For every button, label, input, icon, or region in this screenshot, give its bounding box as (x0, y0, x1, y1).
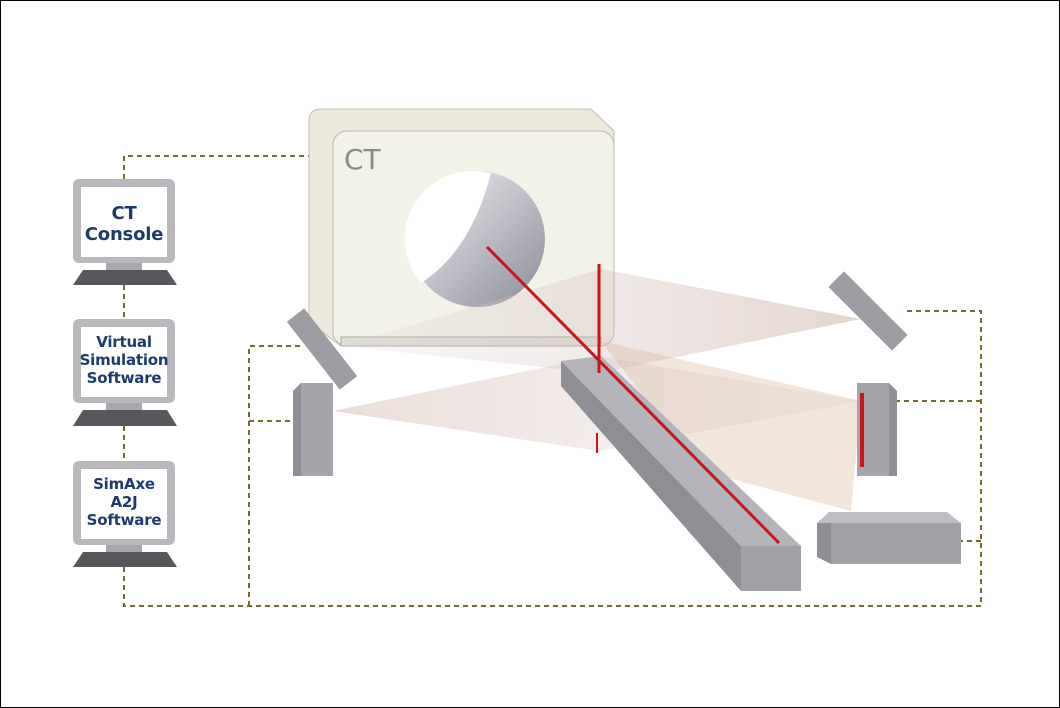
label-line: A2J (110, 493, 138, 511)
network-connectors (123, 155, 982, 607)
monitor-ct-console (73, 179, 177, 285)
left-laser (293, 383, 333, 476)
simaxe-label: SimAxe A2J Software (81, 475, 167, 529)
label-line: SimAxe (93, 475, 155, 493)
ct-console-label: CT Console (81, 203, 167, 245)
label-line: Console (84, 224, 164, 245)
label-line: Software (86, 369, 162, 387)
label-line: Software (86, 511, 162, 529)
left-mirror (286, 308, 358, 390)
laser-lines (485, 245, 781, 545)
label-line: CT (111, 203, 137, 224)
monitor-virtual-simulation (73, 319, 177, 426)
monitors (73, 179, 177, 567)
label-line: Virtual (96, 333, 152, 351)
virtual-simulation-label: Virtual Simulation Software (79, 333, 169, 387)
right-laser (857, 383, 897, 476)
treatment-couch (561, 356, 801, 591)
right-mirror (828, 271, 908, 351)
monitor-simaxe (73, 461, 177, 567)
ct-label: CT (344, 143, 381, 176)
detector-box (817, 512, 961, 564)
label-line: Simulation (79, 351, 169, 369)
